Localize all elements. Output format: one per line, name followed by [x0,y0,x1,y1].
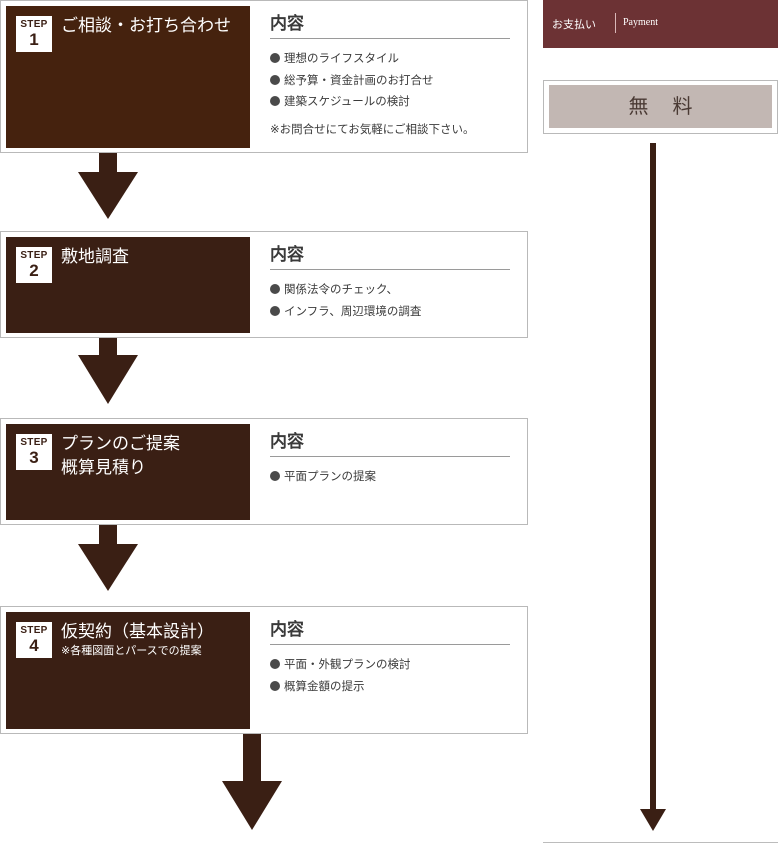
step-1-title: ご相談・お打ち合わせ [61,16,231,36]
step-4-content: 内容 平面・外観プランの検討 概算金額の提示 [270,619,510,697]
list-item: インフラ、周辺環境の調査 [270,301,510,323]
step-1-footnote: ※お問合せにてお気軽にご相談下さい。 [270,121,475,136]
step-3-header: STEP 3 プランのご提案 概算見積り [6,424,250,520]
bullet-icon [270,471,280,481]
down-arrow-icon [78,525,138,591]
list-item: 理想のライフスタイル [270,48,510,70]
list-item: 建築スケジュールの検討 [270,91,510,113]
bullet-icon [270,680,280,691]
step-2-badge: STEP 2 [16,247,52,283]
step-2-card: STEP 2 敷地調査 内容 関係法令のチェック、 インフラ、周辺環境の調査 [0,231,528,338]
payment-arrow-icon [640,143,666,831]
payment-divider [615,13,616,33]
step-2-header: STEP 2 敷地調査 [6,237,250,333]
step-badge-label: STEP [20,437,48,448]
bullet-icon [270,284,280,294]
step-2-list: 関係法令のチェック、 インフラ、周辺環境の調査 [270,279,510,322]
content-heading: 内容 [270,244,510,270]
payment-bottom-rule [543,842,778,843]
step-1-list: 理想のライフスタイル 総予算・資金計画のお打合せ 建築スケジュールの検討 [270,48,510,113]
list-item: 関係法令のチェック、 [270,279,510,301]
step-1-card: STEP 1 ご相談・お打ち合わせ 内容 理想のライフスタイル 総予算・資金計画… [0,0,528,153]
step-4-card: STEP 4 仮契約（基本設計） ※各種図面とパースでの提案 内容 平面・外観プ… [0,606,528,734]
step-4-header: STEP 4 仮契約（基本設計） ※各種図面とパースでの提案 [6,612,250,729]
content-heading: 内容 [270,13,510,39]
bullet-icon [270,96,280,106]
payment-header: お支払い Payment [543,0,778,48]
content-heading: 内容 [270,619,510,645]
step-4-badge: STEP 4 [16,622,52,658]
step-3-list: 平面プランの提案 [270,466,510,488]
payment-amount: 無料 [549,85,772,128]
step-badge-label: STEP [20,19,48,30]
bullet-icon [270,305,280,316]
step-badge-number: 4 [29,636,39,655]
step-4-note: ※各種図面とパースでの提案 [61,644,202,657]
list-item: 平面・外観プランの検討 [270,654,510,676]
bullet-icon [270,659,280,669]
payment-amount-box: 無料 [543,80,778,134]
payment-label-en: Payment [623,17,658,28]
step-badge-number: 3 [29,448,39,467]
step-badge-number: 1 [29,30,39,49]
step-badge-number: 2 [29,261,39,280]
list-item: 平面プランの提案 [270,466,510,488]
step-1-content: 内容 理想のライフスタイル 総予算・資金計画のお打合せ 建築スケジュールの検討 … [270,13,510,137]
list-item: 総予算・資金計画のお打合せ [270,70,510,92]
down-arrow-icon [222,734,282,830]
bullet-icon [270,74,280,85]
step-4-list: 平面・外観プランの検討 概算金額の提示 [270,654,510,697]
down-arrow-icon [78,338,138,404]
content-heading: 内容 [270,431,510,457]
bullet-icon [270,53,280,63]
payment-label: お支払い [552,18,596,31]
step-3-badge: STEP 3 [16,434,52,470]
step-4-title: 仮契約（基本設計） ※各種図面とパースでの提案 [61,622,214,657]
step-3-title: プランのご提案 概算見積り [61,434,180,478]
step-2-title: 敷地調査 [61,247,129,267]
step-3-content: 内容 平面プランの提案 [270,431,510,488]
step-badge-label: STEP [20,625,48,636]
step-1-badge: STEP 1 [16,16,52,52]
step-1-header: STEP 1 ご相談・お打ち合わせ [6,6,250,148]
step-badge-label: STEP [20,250,48,261]
list-item: 概算金額の提示 [270,676,510,698]
step-2-content: 内容 関係法令のチェック、 インフラ、周辺環境の調査 [270,244,510,322]
down-arrow-icon [78,153,138,219]
step-3-card: STEP 3 プランのご提案 概算見積り 内容 平面プランの提案 [0,418,528,525]
